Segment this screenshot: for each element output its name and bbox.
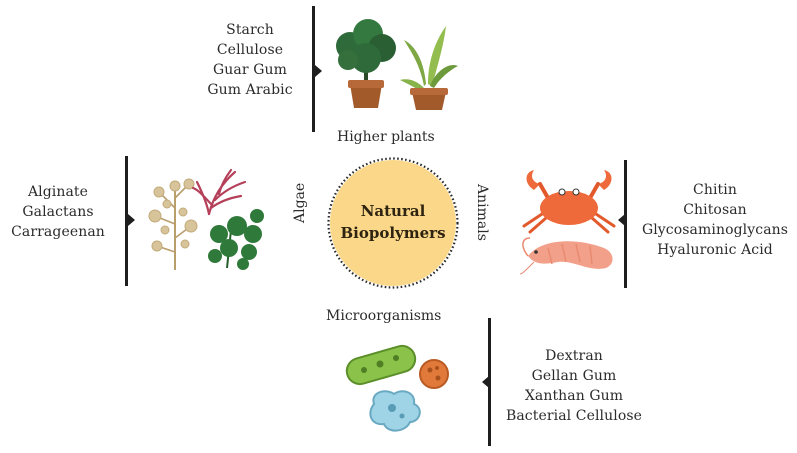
animals-label: Animals bbox=[474, 184, 490, 241]
microorganisms-illustration-icon bbox=[345, 344, 449, 432]
list-item: Gum Arabic bbox=[207, 82, 293, 98]
crab-icon bbox=[522, 170, 616, 234]
higher-plants-arrow-icon bbox=[315, 65, 322, 77]
algae-list: Alginate Galactans Carrageenan bbox=[2, 182, 114, 242]
amoeba-icon bbox=[369, 390, 421, 432]
list-item: Carrageenan bbox=[11, 224, 105, 240]
animals-illustration-icon bbox=[519, 170, 616, 275]
list-item: Hyaluronic Acid bbox=[657, 242, 773, 258]
round-bacterium-icon bbox=[419, 359, 449, 389]
list-item: Gellan Gum bbox=[531, 368, 617, 384]
beige-alga-icon bbox=[148, 178, 198, 270]
rod-bacterium-icon bbox=[345, 344, 417, 386]
center-title-line1: Natural bbox=[360, 202, 426, 220]
list-item: Cellulose bbox=[216, 42, 284, 58]
microorganisms-arrow-icon bbox=[482, 376, 489, 388]
animals-arrow-icon bbox=[618, 214, 625, 226]
center-title: Natural Biopolymers bbox=[325, 200, 461, 244]
higher-plants-bar bbox=[312, 6, 315, 132]
leafy-plant-icon bbox=[400, 26, 458, 110]
algae-illustration-icon bbox=[148, 168, 264, 270]
algae-bar bbox=[125, 156, 128, 286]
animals-bar bbox=[624, 160, 627, 288]
list-item: Xanthan Gum bbox=[524, 388, 624, 404]
algae-label: Algae bbox=[292, 182, 308, 223]
list-item: Guar Gum bbox=[213, 62, 287, 78]
higher-plants-list: Starch Cellulose Guar Gum Gum Arabic bbox=[194, 20, 306, 100]
list-item: Galactans bbox=[22, 204, 94, 220]
algae-arrow-icon bbox=[128, 214, 135, 226]
list-item: Glycosaminoglycans bbox=[641, 222, 789, 238]
microorganisms-bar bbox=[488, 318, 491, 446]
animals-list: Chitin Chitosan Glycosaminoglycans Hyalu… bbox=[634, 180, 796, 260]
list-item: Bacterial Cellulose bbox=[505, 408, 643, 424]
bush-plant-icon bbox=[336, 19, 396, 108]
list-item: Starch bbox=[226, 22, 274, 38]
microorganisms-label: Microorganisms bbox=[326, 308, 442, 324]
center-circle bbox=[327, 157, 459, 289]
plants-illustration-icon bbox=[336, 19, 458, 110]
red-alga-icon bbox=[191, 168, 247, 216]
green-alga-icon bbox=[208, 209, 264, 270]
center-title-line2: Biopolymers bbox=[340, 224, 446, 242]
list-item: Alginate bbox=[27, 184, 89, 200]
higher-plants-label: Higher plants bbox=[337, 129, 435, 145]
list-item: Chitin bbox=[693, 182, 737, 198]
list-item: Chitosan bbox=[683, 202, 747, 218]
shrimp-icon bbox=[519, 237, 613, 275]
list-item: Dextran bbox=[545, 348, 603, 364]
microorganisms-list: Dextran Gellan Gum Xanthan Gum Bacterial… bbox=[500, 346, 648, 426]
